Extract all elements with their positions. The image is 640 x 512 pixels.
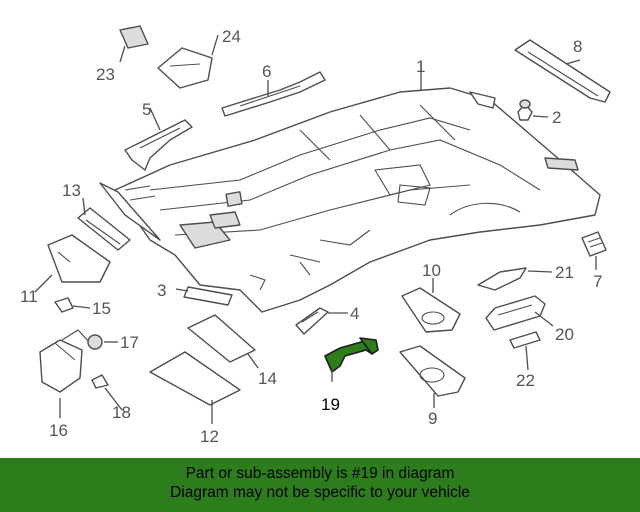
- callout-labels: 1 2 3 4 5 6 7 8 9 10 11 12 13 14 15 16 1…: [20, 27, 602, 446]
- callout-20: 20: [555, 325, 574, 344]
- callout-2: 2: [552, 108, 561, 127]
- part-23-switch: [119, 25, 149, 49]
- callout-10: 10: [422, 261, 441, 280]
- parts-diagram: 1 2 3 4 5 6 7 8 9 10 11 12 13 14 15 16 1…: [20, 25, 611, 446]
- callout-21: 21: [555, 263, 574, 282]
- callout-15: 15: [92, 299, 111, 318]
- callout-18: 18: [112, 403, 131, 422]
- part-9-console: [399, 345, 466, 397]
- part-5-rail: [124, 119, 193, 171]
- callout-8: 8: [573, 37, 582, 56]
- part-13-mirror: [77, 207, 131, 251]
- part-2-clip: [517, 99, 533, 121]
- callout-6: 6: [262, 62, 271, 81]
- callout-16: 16: [49, 421, 68, 440]
- part-8-trim: [514, 39, 611, 103]
- part-19-grab-handle: [324, 337, 379, 373]
- part-10-housing: [401, 287, 461, 333]
- part-24-module: [157, 47, 213, 89]
- callout-24: 24: [222, 27, 241, 46]
- part-21-bracket: [477, 267, 527, 291]
- callout-22: 22: [516, 371, 535, 390]
- callout-5: 5: [142, 100, 151, 119]
- callout-17: 17: [120, 333, 139, 352]
- callout-13: 13: [62, 181, 81, 200]
- callout-3: 3: [157, 281, 166, 300]
- part-1-headliner: [99, 87, 601, 313]
- callout-9: 9: [428, 409, 437, 428]
- part-16-lamp: [39, 329, 93, 393]
- callout-7: 7: [593, 272, 602, 291]
- part-14-sunvisor: [187, 314, 256, 363]
- part-17-bulb: [87, 334, 103, 350]
- info-banner: Part or sub-assembly is #19 in diagram D…: [0, 458, 640, 512]
- banner-line-2: Diagram may not be specific to your vehi…: [170, 484, 470, 501]
- callout-12: 12: [200, 427, 219, 446]
- callout-11: 11: [20, 287, 38, 306]
- banner-line-1: Part or sub-assembly is #19 in diagram: [185, 465, 455, 482]
- part-20-handle: [485, 295, 546, 331]
- callout-14: 14: [258, 369, 277, 388]
- leader-lines: [34, 34, 597, 424]
- part-3-pad: [183, 286, 233, 306]
- callout-23: 23: [96, 65, 115, 84]
- callout-19: 19: [321, 395, 340, 414]
- part-18-connector: [91, 374, 109, 389]
- part-4-bracket: [295, 307, 329, 335]
- part-7-vent: [581, 231, 607, 257]
- callout-1: 1: [416, 57, 425, 76]
- callout-4: 4: [350, 304, 359, 323]
- part-11-visor: [47, 234, 111, 283]
- part-22-cap: [509, 331, 541, 349]
- part-15-clip: [54, 297, 74, 313]
- part-12-sunvisor: [149, 351, 241, 406]
- part-6-rail: [221, 71, 326, 117]
